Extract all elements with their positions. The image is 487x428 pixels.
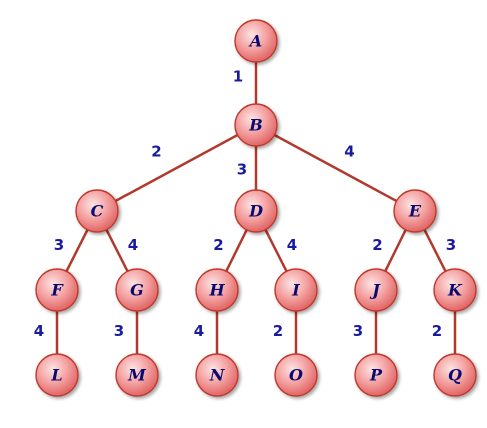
node-label: L (50, 366, 62, 385)
edge-weight-f-l: 4 (34, 322, 44, 340)
edge-weight-d-h: 2 (213, 236, 223, 254)
node-label: I (291, 281, 300, 300)
node-label: D (248, 202, 263, 221)
node-circle (195, 353, 239, 397)
node-label: J (369, 281, 381, 300)
node-q: Q (433, 353, 477, 397)
node-label: E (408, 202, 422, 221)
edge-weight-e-k: 3 (446, 236, 456, 254)
edge-weight-g-m: 3 (114, 322, 124, 340)
node-label: B (248, 116, 263, 135)
node-label: A (248, 32, 262, 51)
node-n: N (195, 353, 239, 397)
node-label: F (50, 281, 64, 300)
node-m: M (115, 353, 159, 397)
edge-weight-c-f: 3 (54, 236, 64, 254)
node-circle (35, 268, 79, 312)
edge-weight-c-g: 4 (128, 236, 138, 254)
node-circle (234, 103, 278, 147)
node-c: C (75, 189, 119, 233)
node-label: M (127, 366, 147, 385)
node-j: J (354, 268, 398, 312)
nodes-layer: A B C D E F G H I J K L M N O P Q (35, 19, 477, 397)
node-circle (274, 353, 318, 397)
node-l: L (35, 353, 79, 397)
node-label: H (208, 281, 225, 300)
edge-weight-b-e: 4 (344, 143, 354, 161)
node-label: N (209, 366, 226, 385)
node-k: K (433, 268, 477, 312)
node-circle (115, 353, 159, 397)
node-circle (433, 353, 477, 397)
node-circle (35, 353, 79, 397)
node-circle (274, 268, 318, 312)
node-d: D (234, 189, 278, 233)
edge-weights-layer: 1 2 3 4 3 4 2 4 2 3 4 3 4 2 3 2 (34, 68, 456, 341)
node-label: Q (448, 366, 462, 385)
node-label: C (91, 202, 104, 221)
node-p: P (354, 353, 398, 397)
edge-weight-b-c: 2 (151, 143, 161, 161)
edge-weight-k-q: 2 (432, 322, 442, 340)
edge-weight-d-i: 4 (287, 236, 297, 254)
node-f: F (35, 268, 79, 312)
edge-weight-b-d: 3 (237, 161, 247, 179)
node-circle (354, 353, 398, 397)
node-label: K (447, 281, 463, 300)
node-circle (234, 189, 278, 233)
node-o: O (274, 353, 318, 397)
node-circle (234, 19, 278, 63)
node-b: B (234, 103, 278, 147)
node-circle (393, 189, 437, 233)
node-label: O (289, 366, 303, 385)
node-circle (354, 268, 398, 312)
edge-weight-a-b: 1 (233, 68, 243, 86)
node-circle (75, 189, 119, 233)
node-h: H (195, 268, 239, 312)
node-label: G (130, 281, 144, 300)
edge-weight-e-j: 2 (372, 236, 382, 254)
edge-b-c (96, 123, 257, 213)
node-circle (115, 268, 159, 312)
node-i: I (274, 268, 318, 312)
edge-weight-j-p: 3 (353, 322, 363, 340)
edge-b-e (255, 123, 416, 213)
node-label: P (369, 366, 383, 385)
node-e: E (393, 189, 437, 233)
node-circle (195, 268, 239, 312)
node-g: G (115, 268, 159, 312)
edge-weight-i-o: 2 (273, 322, 283, 340)
node-a: A (234, 19, 278, 63)
node-circle (433, 268, 477, 312)
edge-weight-h-n: 4 (194, 322, 204, 340)
